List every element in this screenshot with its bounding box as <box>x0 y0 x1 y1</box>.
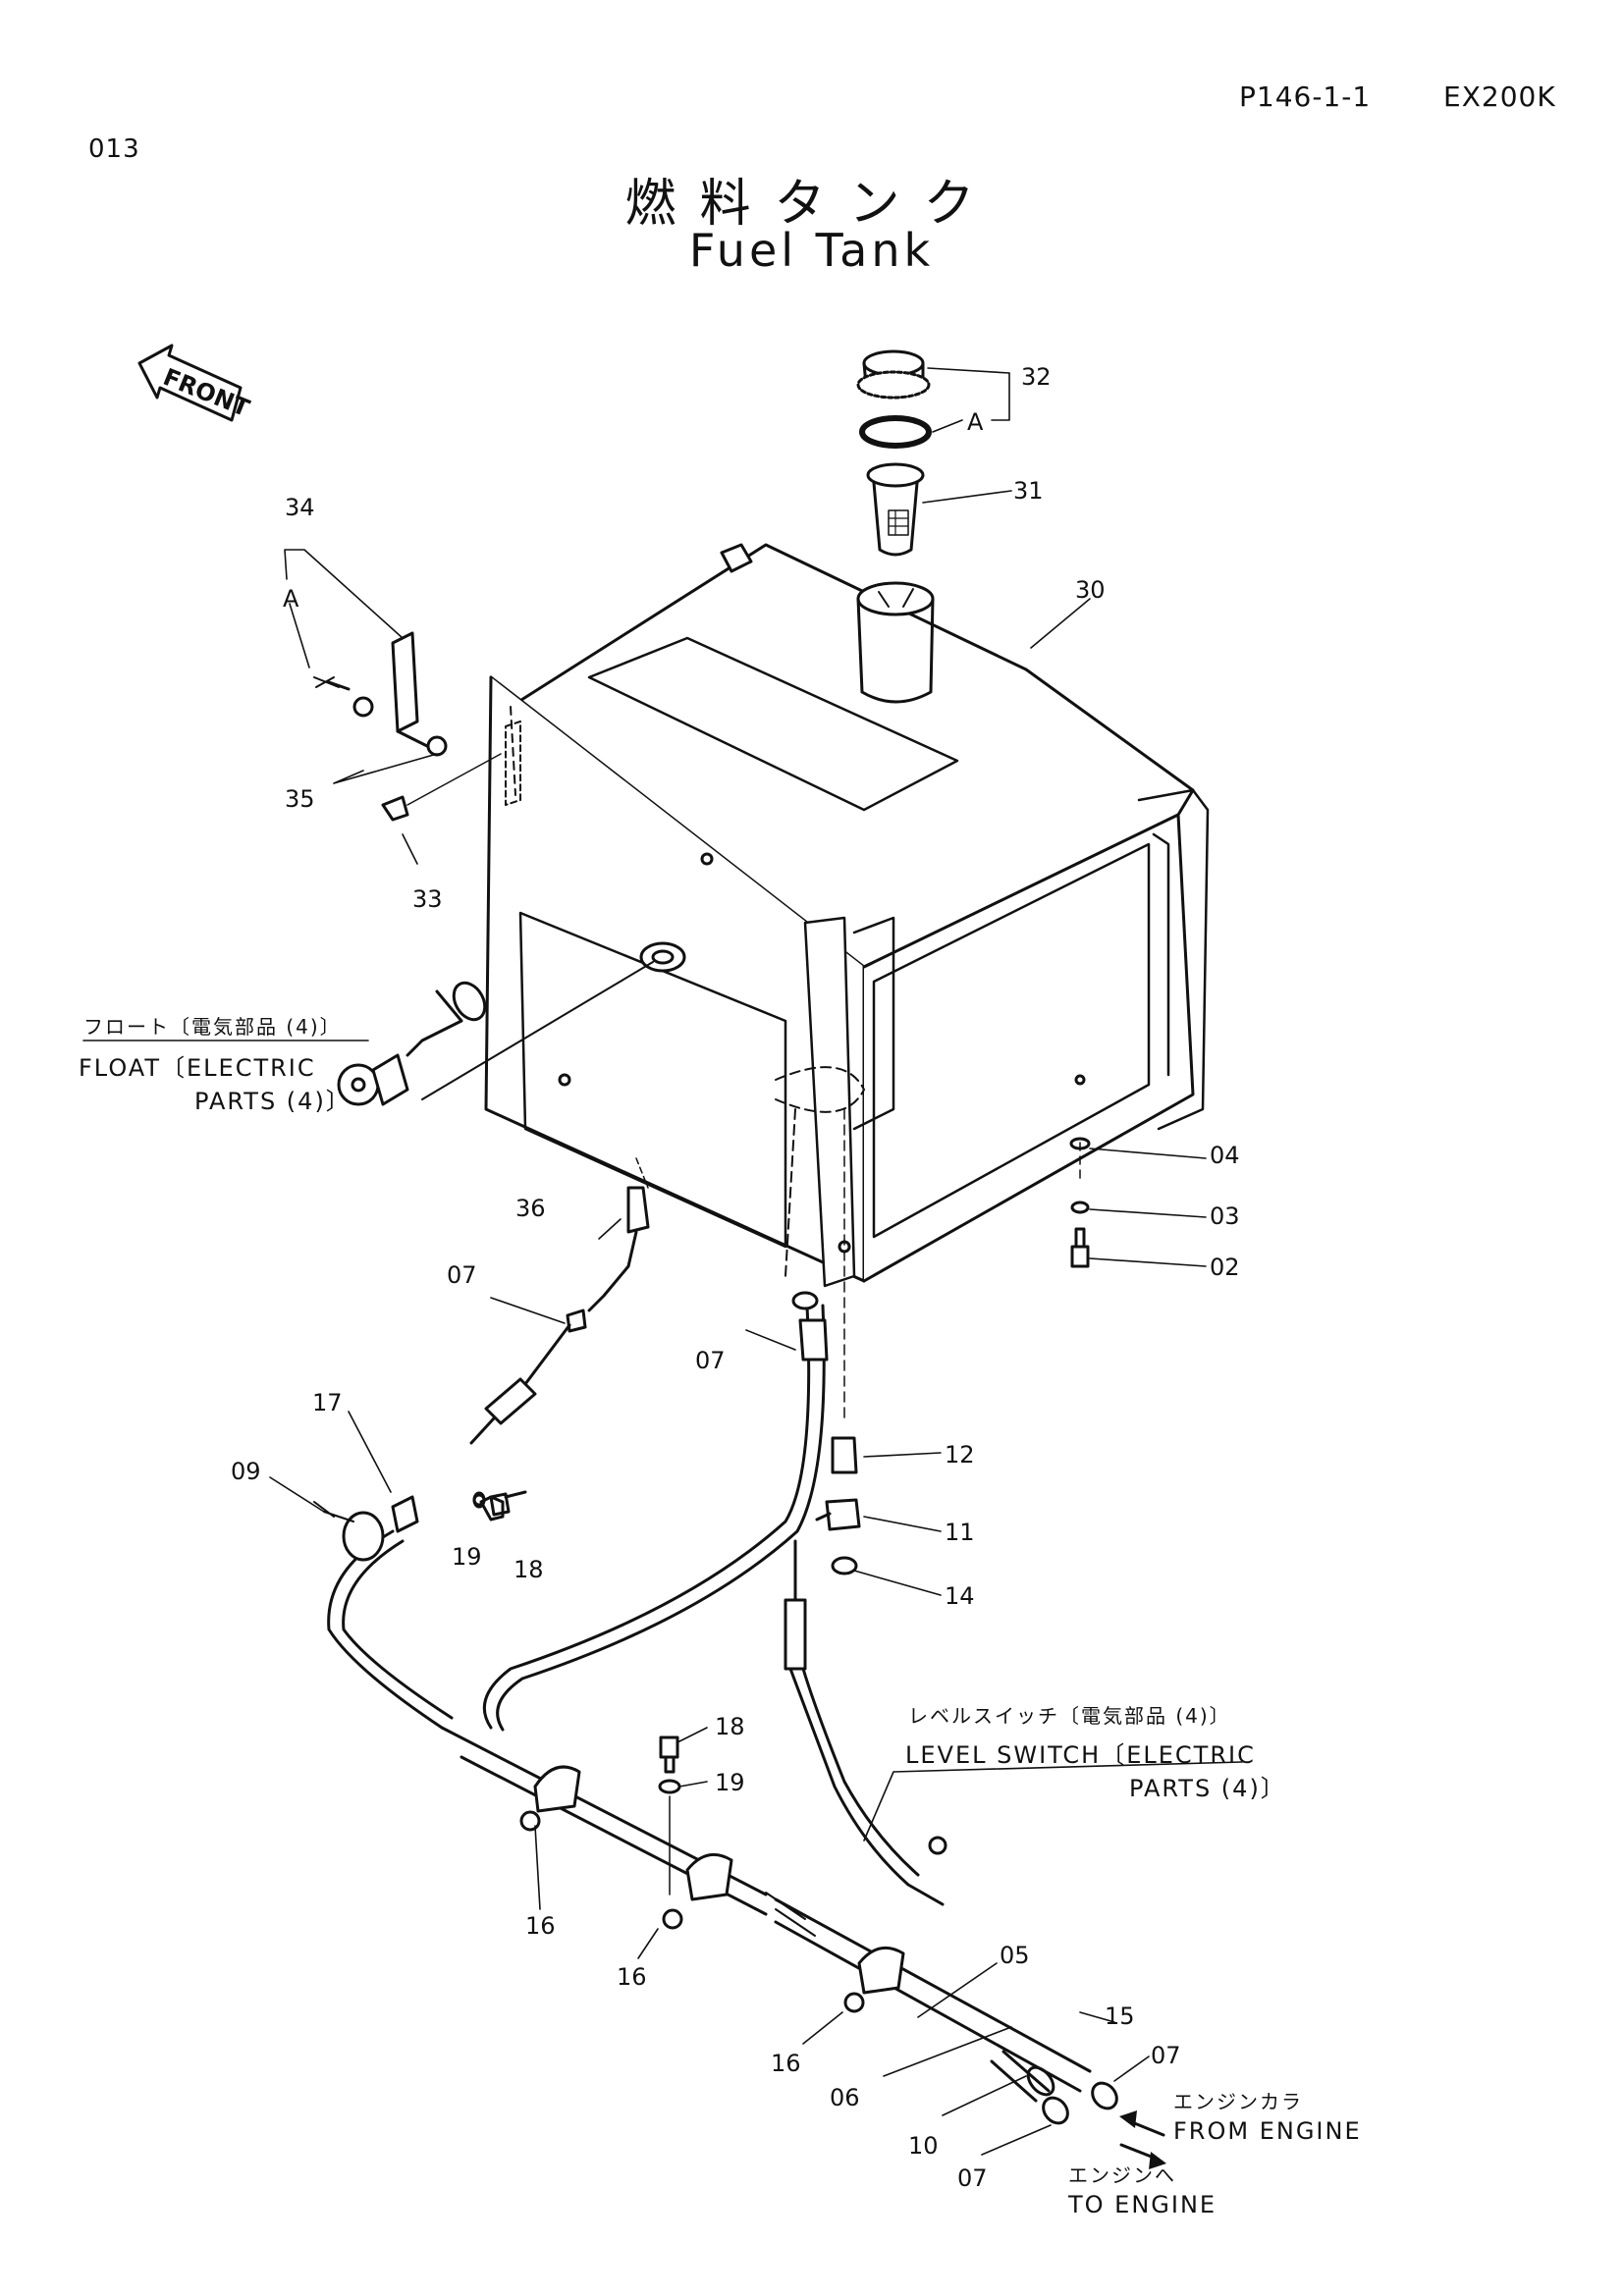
title-english: Fuel Tank <box>688 224 935 277</box>
level-switch-note-english-2: PARTS (4)〕 <box>1129 1775 1286 1802</box>
leader-lines <box>82 367 1243 2156</box>
to-engine-english: TO ENGINE <box>1068 2191 1217 2218</box>
part-label-16-c: 16 <box>771 2050 801 2077</box>
float-note-english-1: FLOAT〔ELECTRIC <box>79 1054 316 1082</box>
part-label-34: 34 <box>285 494 315 521</box>
part-label-09: 09 <box>231 1458 261 1485</box>
fuel-tank <box>484 543 1210 1288</box>
clamp-bolt <box>658 1735 681 1896</box>
part-label-15: 15 <box>1105 2002 1135 2030</box>
level-switch-hose <box>482 1291 829 1732</box>
part-label-07-b: 07 <box>695 1347 726 1374</box>
from-engine-japanese: エンジンカラ <box>1173 2090 1303 2113</box>
part-label-06: 06 <box>830 2084 860 2111</box>
part-label-19-a: 19 <box>452 1543 482 1571</box>
hose-ends <box>990 2050 1118 2125</box>
part-label-07-c: 07 <box>1151 2042 1181 2069</box>
part-label-18-b: 18 <box>715 1713 745 1740</box>
model-code: EX200K <box>1443 80 1556 113</box>
flow-arrow-from-icon <box>1119 2110 1165 2137</box>
front-arrow-icon: FRONT <box>137 344 253 422</box>
part-label-03: 03 <box>1210 1202 1240 1230</box>
part-label-19-b: 19 <box>715 1769 745 1796</box>
pipe-clamp <box>519 1765 905 2013</box>
from-engine-english: FROM ENGINE <box>1173 2117 1362 2145</box>
part-label-a-left: A <box>283 585 299 613</box>
part-label-30: 30 <box>1075 576 1106 604</box>
filler-seal <box>859 415 932 449</box>
title-japanese: 燃料タンク <box>624 175 999 234</box>
part-label-33: 33 <box>412 885 443 913</box>
part-label-04: 04 <box>1210 1142 1240 1169</box>
float-note-english-2: PARTS (4)〕 <box>194 1088 352 1115</box>
level-switch-note-japanese: レベルスイッチ〔電気部品 (4)〕 <box>908 1704 1231 1728</box>
part-label-11: 11 <box>945 1519 975 1546</box>
mounting-bracket <box>313 631 521 822</box>
part-label-16-b: 16 <box>617 1963 647 1991</box>
hose-clamp <box>313 1493 505 1562</box>
part-label-17: 17 <box>312 1389 343 1416</box>
drain-fittings <box>784 1108 947 1906</box>
flow-arrow-to-icon <box>1119 2143 1166 2169</box>
filler-cap <box>856 349 931 400</box>
to-engine-japanese: エンジンへ <box>1068 2163 1176 2187</box>
float-assembly <box>337 961 654 1106</box>
part-label-02: 02 <box>1210 1254 1240 1281</box>
level-switch-note-english-1: LEVEL SWITCH〔ELECTRIC <box>905 1741 1256 1769</box>
part-label-18-a: 18 <box>514 1556 544 1583</box>
hose-bolt <box>472 1490 527 1517</box>
float-note-japanese: フロート〔電気部品 (4)〕 <box>83 1015 342 1039</box>
part-label-32: 32 <box>1021 363 1052 391</box>
part-label-12: 12 <box>945 1441 975 1468</box>
section-number: 013 <box>88 134 140 164</box>
part-label-35: 35 <box>285 785 315 813</box>
part-label-a-top: A <box>967 408 984 436</box>
tank-fitting <box>566 1157 650 1333</box>
part-label-05: 05 <box>1000 1942 1030 1969</box>
part-label-10: 10 <box>908 2132 939 2160</box>
strainer <box>866 462 925 557</box>
page-code: P146-1-1 <box>1239 80 1372 113</box>
part-label-16-a: 16 <box>525 1912 556 1940</box>
part-label-36: 36 <box>515 1195 546 1222</box>
part-label-07-d: 07 <box>957 2164 988 2192</box>
part-label-14: 14 <box>945 1582 975 1610</box>
bolt-washer-set <box>1069 1137 1091 1268</box>
part-label-07-a: 07 <box>447 1261 477 1289</box>
part-label-31: 31 <box>1013 477 1044 505</box>
